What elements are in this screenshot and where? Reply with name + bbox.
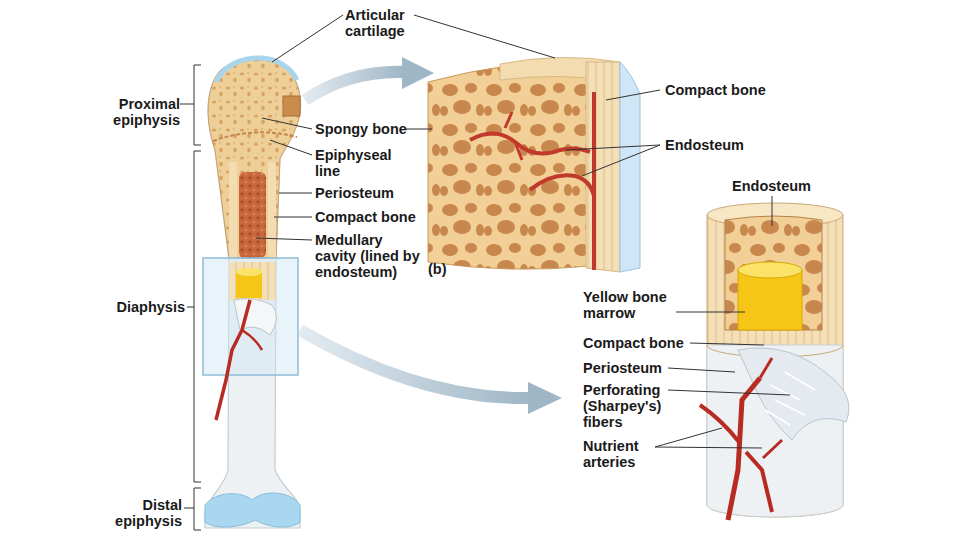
blood-vessel	[530, 175, 594, 196]
spongy-epiphysis	[208, 60, 301, 258]
nutrient-artery	[242, 330, 262, 350]
nutrient-artery	[746, 452, 772, 512]
yellow-marrow-top	[738, 262, 802, 278]
part-label: Endosteum	[665, 137, 765, 153]
nutrient-artery	[760, 358, 772, 378]
yellow-marrow	[738, 270, 802, 330]
cut-notch	[283, 96, 300, 116]
articular-cartilage	[216, 58, 297, 82]
region-label: Proximal epiphysis	[96, 96, 180, 128]
compact-layer	[586, 62, 620, 272]
long-bone	[180, 58, 301, 530]
blood-vessel	[505, 112, 522, 160]
arrow-head	[528, 382, 562, 414]
leader-line	[606, 90, 660, 100]
blood-vessel	[470, 133, 590, 153]
pointer-arrow	[305, 72, 405, 100]
leader-line	[406, 129, 432, 130]
region-label: Distal epiphysis	[98, 497, 182, 529]
leader-line	[279, 193, 312, 194]
leader-line	[668, 368, 735, 372]
leader-line	[772, 196, 773, 226]
sharpey-fibers	[765, 372, 815, 425]
nutrient-artery	[763, 440, 782, 458]
blood-vessel	[592, 92, 596, 270]
part-label: Spongy bone	[315, 121, 425, 137]
part-label: Periosteum	[315, 185, 415, 201]
leader-line	[414, 15, 555, 58]
trabeculae	[428, 60, 590, 269]
part-label: Perforating (Sharpey's) fibers	[583, 382, 673, 430]
leader-line	[676, 312, 745, 313]
epiphyseal-line	[213, 132, 297, 141]
panel-letter: (b)	[428, 261, 458, 277]
leader-line	[256, 238, 312, 240]
leader-line	[262, 118, 312, 129]
leader-line	[582, 145, 660, 176]
region-label: Diaphysis	[88, 299, 185, 315]
part-label: Medullary cavity (lined by endosteum)	[315, 232, 427, 280]
part-label: Epiphyseal line	[315, 147, 400, 179]
nutrient-artery	[728, 378, 760, 520]
cut-away	[725, 216, 822, 330]
zoom-box	[203, 258, 298, 375]
bracket	[187, 151, 201, 482]
leader-line	[274, 217, 312, 218]
part-label: Compact bone	[665, 82, 785, 98]
yellow-marrow-top	[236, 268, 262, 276]
part-label: Compact bone	[583, 335, 703, 351]
spongy-bone-block	[428, 57, 640, 272]
leader-line	[655, 447, 762, 448]
distal-cartilage	[205, 493, 300, 527]
leader-line	[566, 145, 660, 150]
medullary-cavity	[239, 172, 266, 258]
compact-wall	[229, 162, 237, 258]
leader-line	[270, 140, 312, 155]
nutrient-artery	[216, 300, 250, 420]
leader-line	[272, 15, 343, 62]
bracket	[180, 65, 201, 145]
part-label: Endosteum	[732, 178, 832, 194]
part-label: Yellow bone marrow	[583, 289, 683, 321]
leader-line	[668, 390, 790, 395]
part-label: Articular cartilage	[345, 7, 425, 39]
leader-lines	[256, 15, 790, 448]
leader-line	[690, 343, 764, 345]
nutrient-artery	[700, 405, 739, 442]
leader-line	[655, 428, 722, 447]
compact-bone	[229, 262, 276, 300]
periosteum-layer	[620, 62, 640, 272]
part-label: Nutrient arteries	[583, 438, 658, 470]
pointer-arrow	[300, 330, 530, 398]
part-label: Periosteum	[583, 360, 683, 376]
part-label: Compact bone	[315, 209, 425, 225]
bracket	[184, 488, 201, 530]
compact-wall	[268, 162, 276, 258]
shaft-section	[700, 203, 849, 520]
